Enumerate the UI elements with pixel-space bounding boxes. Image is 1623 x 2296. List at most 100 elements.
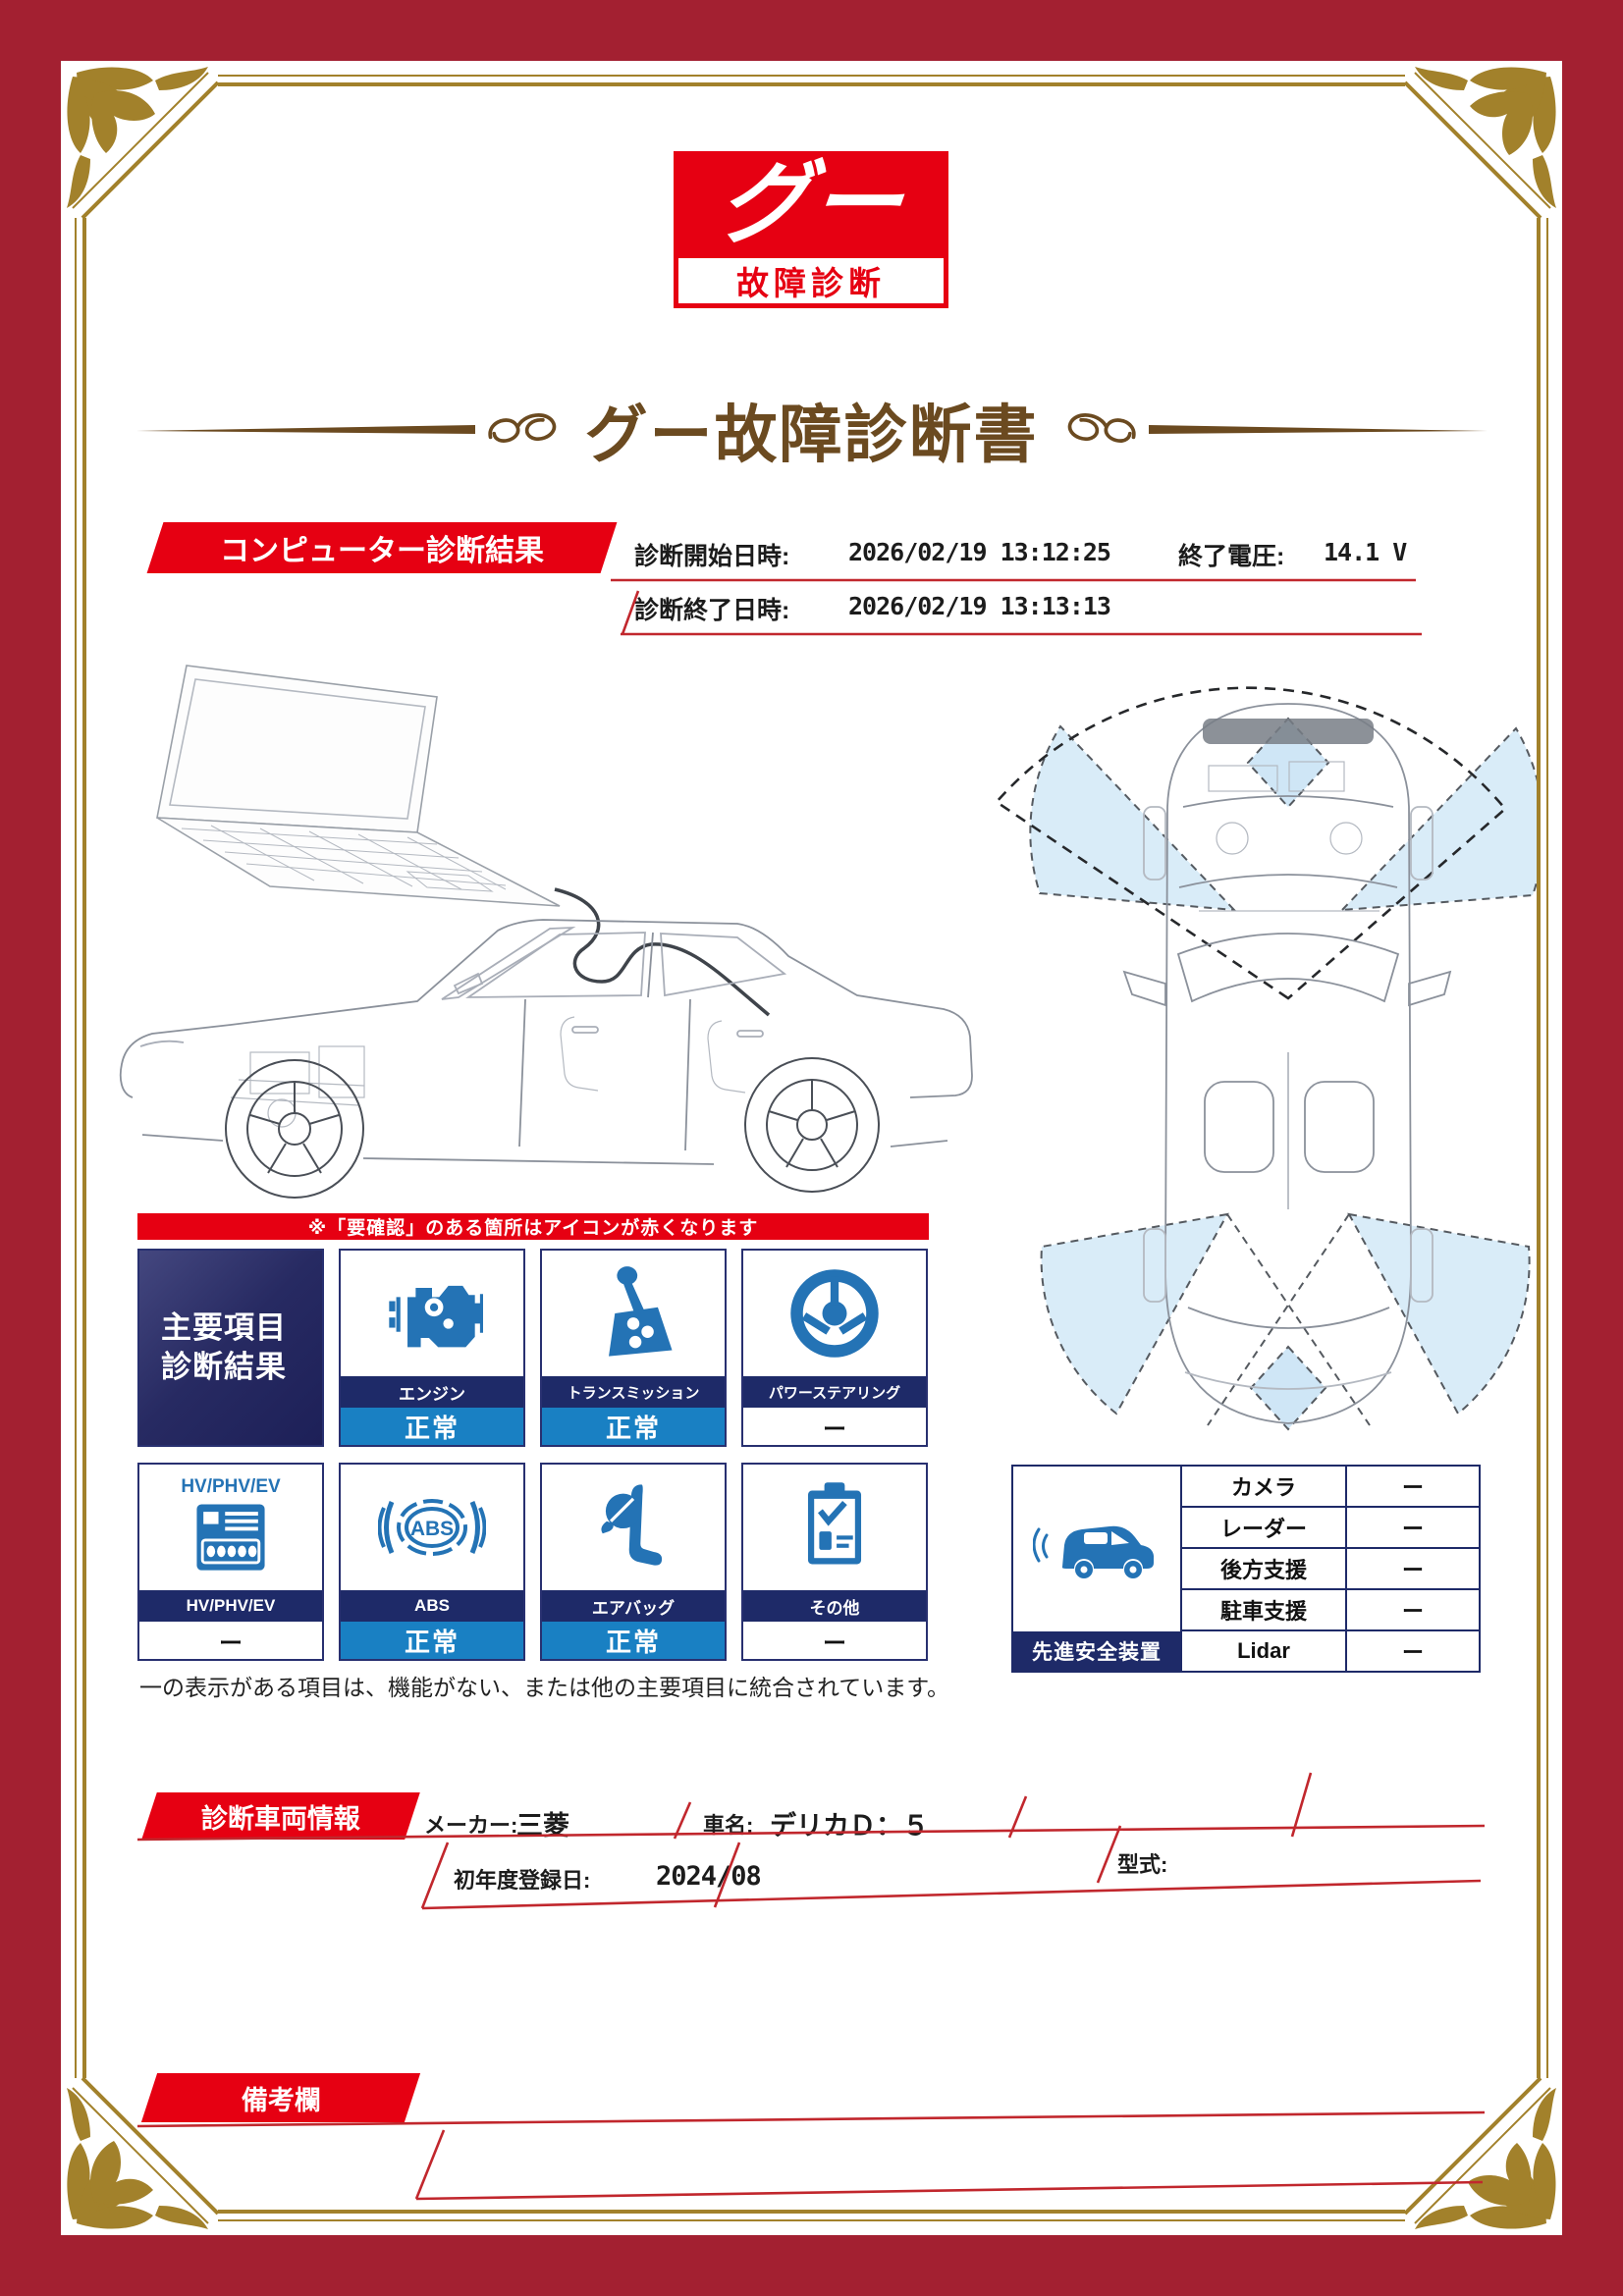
safety-row-value: ー [1401, 1517, 1424, 1541]
abs-status: 正常 [341, 1622, 523, 1659]
other-label: その他 [809, 1598, 860, 1618]
table-row: 駐車支援 ー [1182, 1590, 1479, 1631]
safety-row-value: ー [1401, 1558, 1424, 1582]
voltage-label: 終了電圧: [1178, 543, 1285, 570]
safety-car-icon [1013, 1467, 1180, 1631]
diagnosis-start-label: 診断開始日時: [634, 543, 790, 570]
grid-cell-other: その他 ー [741, 1463, 928, 1661]
airbag-status-text: 正常 [605, 1627, 661, 1657]
grid-cell-power-steering: パワーステアリング ー [741, 1249, 928, 1447]
other-status: ー [743, 1622, 926, 1659]
goo-logo-strip: 故障診断 [678, 258, 944, 303]
remarks-banner-label: 備考欄 [241, 2085, 321, 2115]
engine-icon [341, 1251, 523, 1376]
sensor-coverage-topview-illustration [995, 686, 1537, 1431]
gold-border-thick [82, 82, 1541, 2214]
title-rule-right [1148, 425, 1488, 434]
vehicle-info-banner-label: 診断車両情報 [201, 1803, 360, 1834]
car-name-value: デリカＤ：５ [770, 1811, 929, 1841]
grid-cell-transmission: トランスミッション 正常 [540, 1249, 727, 1447]
steering-wheel-icon [743, 1251, 926, 1376]
grid-footnote: 一の表示がある項目は、機能がない、または他の主要項目に統合されています。 [139, 1675, 950, 1700]
abs-label: ABS [414, 1596, 450, 1615]
first-registration-value: 2024/08 [656, 1861, 762, 1892]
power-steering-status-text: ー [823, 1415, 846, 1443]
airbag-icon [542, 1465, 725, 1590]
hv-label: HV/PHV/EV [186, 1596, 276, 1615]
page-title: グー故障診断書 [584, 400, 1039, 470]
airbag-label: エアバッグ [591, 1598, 676, 1618]
model-code-label: 型式: [1117, 1852, 1168, 1877]
grid-cell-hv: HV/PHV/EV HV/PHV/EV ー [137, 1463, 324, 1661]
advanced-safety-label: 先進安全装置 [1032, 1641, 1162, 1664]
vehicle-info-banner: 診断車両情報 [141, 1792, 420, 1840]
table-row: カメラ ー [1182, 1467, 1479, 1508]
power-steering-label: パワーステアリング [768, 1384, 901, 1402]
document-title-row: グー故障診断書 [0, 387, 1623, 473]
clipboard-icon [743, 1465, 926, 1590]
diagnosis-end-label: 診断終了日時: [634, 597, 790, 624]
alert-note-text: ※「要確認」のある箇所はアイコンが赤くなります [307, 1218, 759, 1239]
engine-status-text: 正常 [404, 1413, 460, 1443]
power-steering-status: ー [743, 1408, 926, 1445]
transmission-icon [542, 1251, 725, 1376]
grid-header-line1: 主要項目 [161, 1309, 287, 1345]
transmission-status-text: 正常 [605, 1413, 661, 1443]
airbag-status: 正常 [542, 1622, 725, 1659]
hv-status-text: ー [219, 1629, 243, 1657]
safety-row-label: 駐車支援 [1182, 1590, 1347, 1629]
computer-diagnosis-banner-label: コンピューター診断結果 [220, 535, 544, 567]
grid-cell-airbag: エアバッグ 正常 [540, 1463, 727, 1661]
corner-ornament-icon [1405, 61, 1562, 218]
hv-label-band: HV/PHV/EV [139, 1590, 322, 1622]
grid-cell-engine: エンジン 正常 [339, 1249, 525, 1447]
engine-label-band: エンジン [341, 1376, 523, 1408]
transmission-label-band: トランスミッション [542, 1376, 725, 1408]
hv-unit-icon: HV/PHV/EV [139, 1465, 322, 1590]
safety-row-label: カメラ [1182, 1467, 1347, 1506]
safety-row-value: ー [1401, 1640, 1424, 1665]
computer-diagnosis-banner: コンピューター診断結果 [146, 522, 618, 573]
diagnosis-end-value: 2026/02/19 13:13:13 [848, 592, 1111, 620]
table-row: 後方支援 ー [1182, 1549, 1479, 1590]
other-status-text: ー [823, 1629, 846, 1657]
maker-value: 三菱 [516, 1811, 569, 1841]
advanced-safety-band: 先進安全装置 [1013, 1631, 1180, 1671]
voltage-value: 14.1 V [1324, 538, 1407, 566]
car-name-label: 車名: [703, 1813, 754, 1838]
engine-label: エンジン [399, 1384, 465, 1404]
safety-row-label: レーダー [1182, 1508, 1347, 1547]
grid-cell-abs: ABS ABS 正常 [339, 1463, 525, 1661]
hv-icon-caption: HV/PHV/EV [181, 1475, 281, 1497]
title-rule-left [135, 425, 475, 434]
maker-label: メーカー: [424, 1813, 518, 1838]
airbag-label-band: エアバッグ [542, 1590, 725, 1622]
other-label-band: その他 [743, 1590, 926, 1622]
grid-header-line2: 診断結果 [161, 1350, 287, 1384]
corner-ornament-icon [1405, 2078, 1562, 2235]
abs-status-text: 正常 [404, 1627, 460, 1657]
transmission-status: 正常 [542, 1408, 725, 1445]
goo-logo-mark: グー [713, 154, 909, 254]
safety-row-value: ー [1401, 1475, 1424, 1500]
grid-header-cell: 主要項目 診断結果 [137, 1249, 324, 1447]
page-background [61, 61, 1562, 2235]
power-steering-label-band: パワーステアリング [743, 1376, 926, 1408]
table-row: Lidar ー [1182, 1631, 1479, 1671]
safety-row-value: ー [1401, 1599, 1424, 1624]
first-registration-label: 初年度登録日: [454, 1868, 591, 1893]
corner-ornament-icon [61, 61, 218, 218]
abs-label-band: ABS [341, 1590, 523, 1622]
safety-row-label: 後方支援 [1182, 1549, 1347, 1588]
gold-border-thin [75, 75, 1548, 2221]
abs-icon-text: ABS [410, 1518, 454, 1540]
safety-row-label: Lidar [1182, 1631, 1347, 1671]
alert-note-banner: ※「要確認」のある箇所はアイコンが赤くなります [137, 1213, 929, 1240]
transmission-label: トランスミッション [567, 1384, 700, 1402]
title-flourish-icon [488, 413, 556, 443]
engine-status: 正常 [341, 1408, 523, 1445]
laptop-car-diagnosis-illustration [119, 665, 973, 1199]
